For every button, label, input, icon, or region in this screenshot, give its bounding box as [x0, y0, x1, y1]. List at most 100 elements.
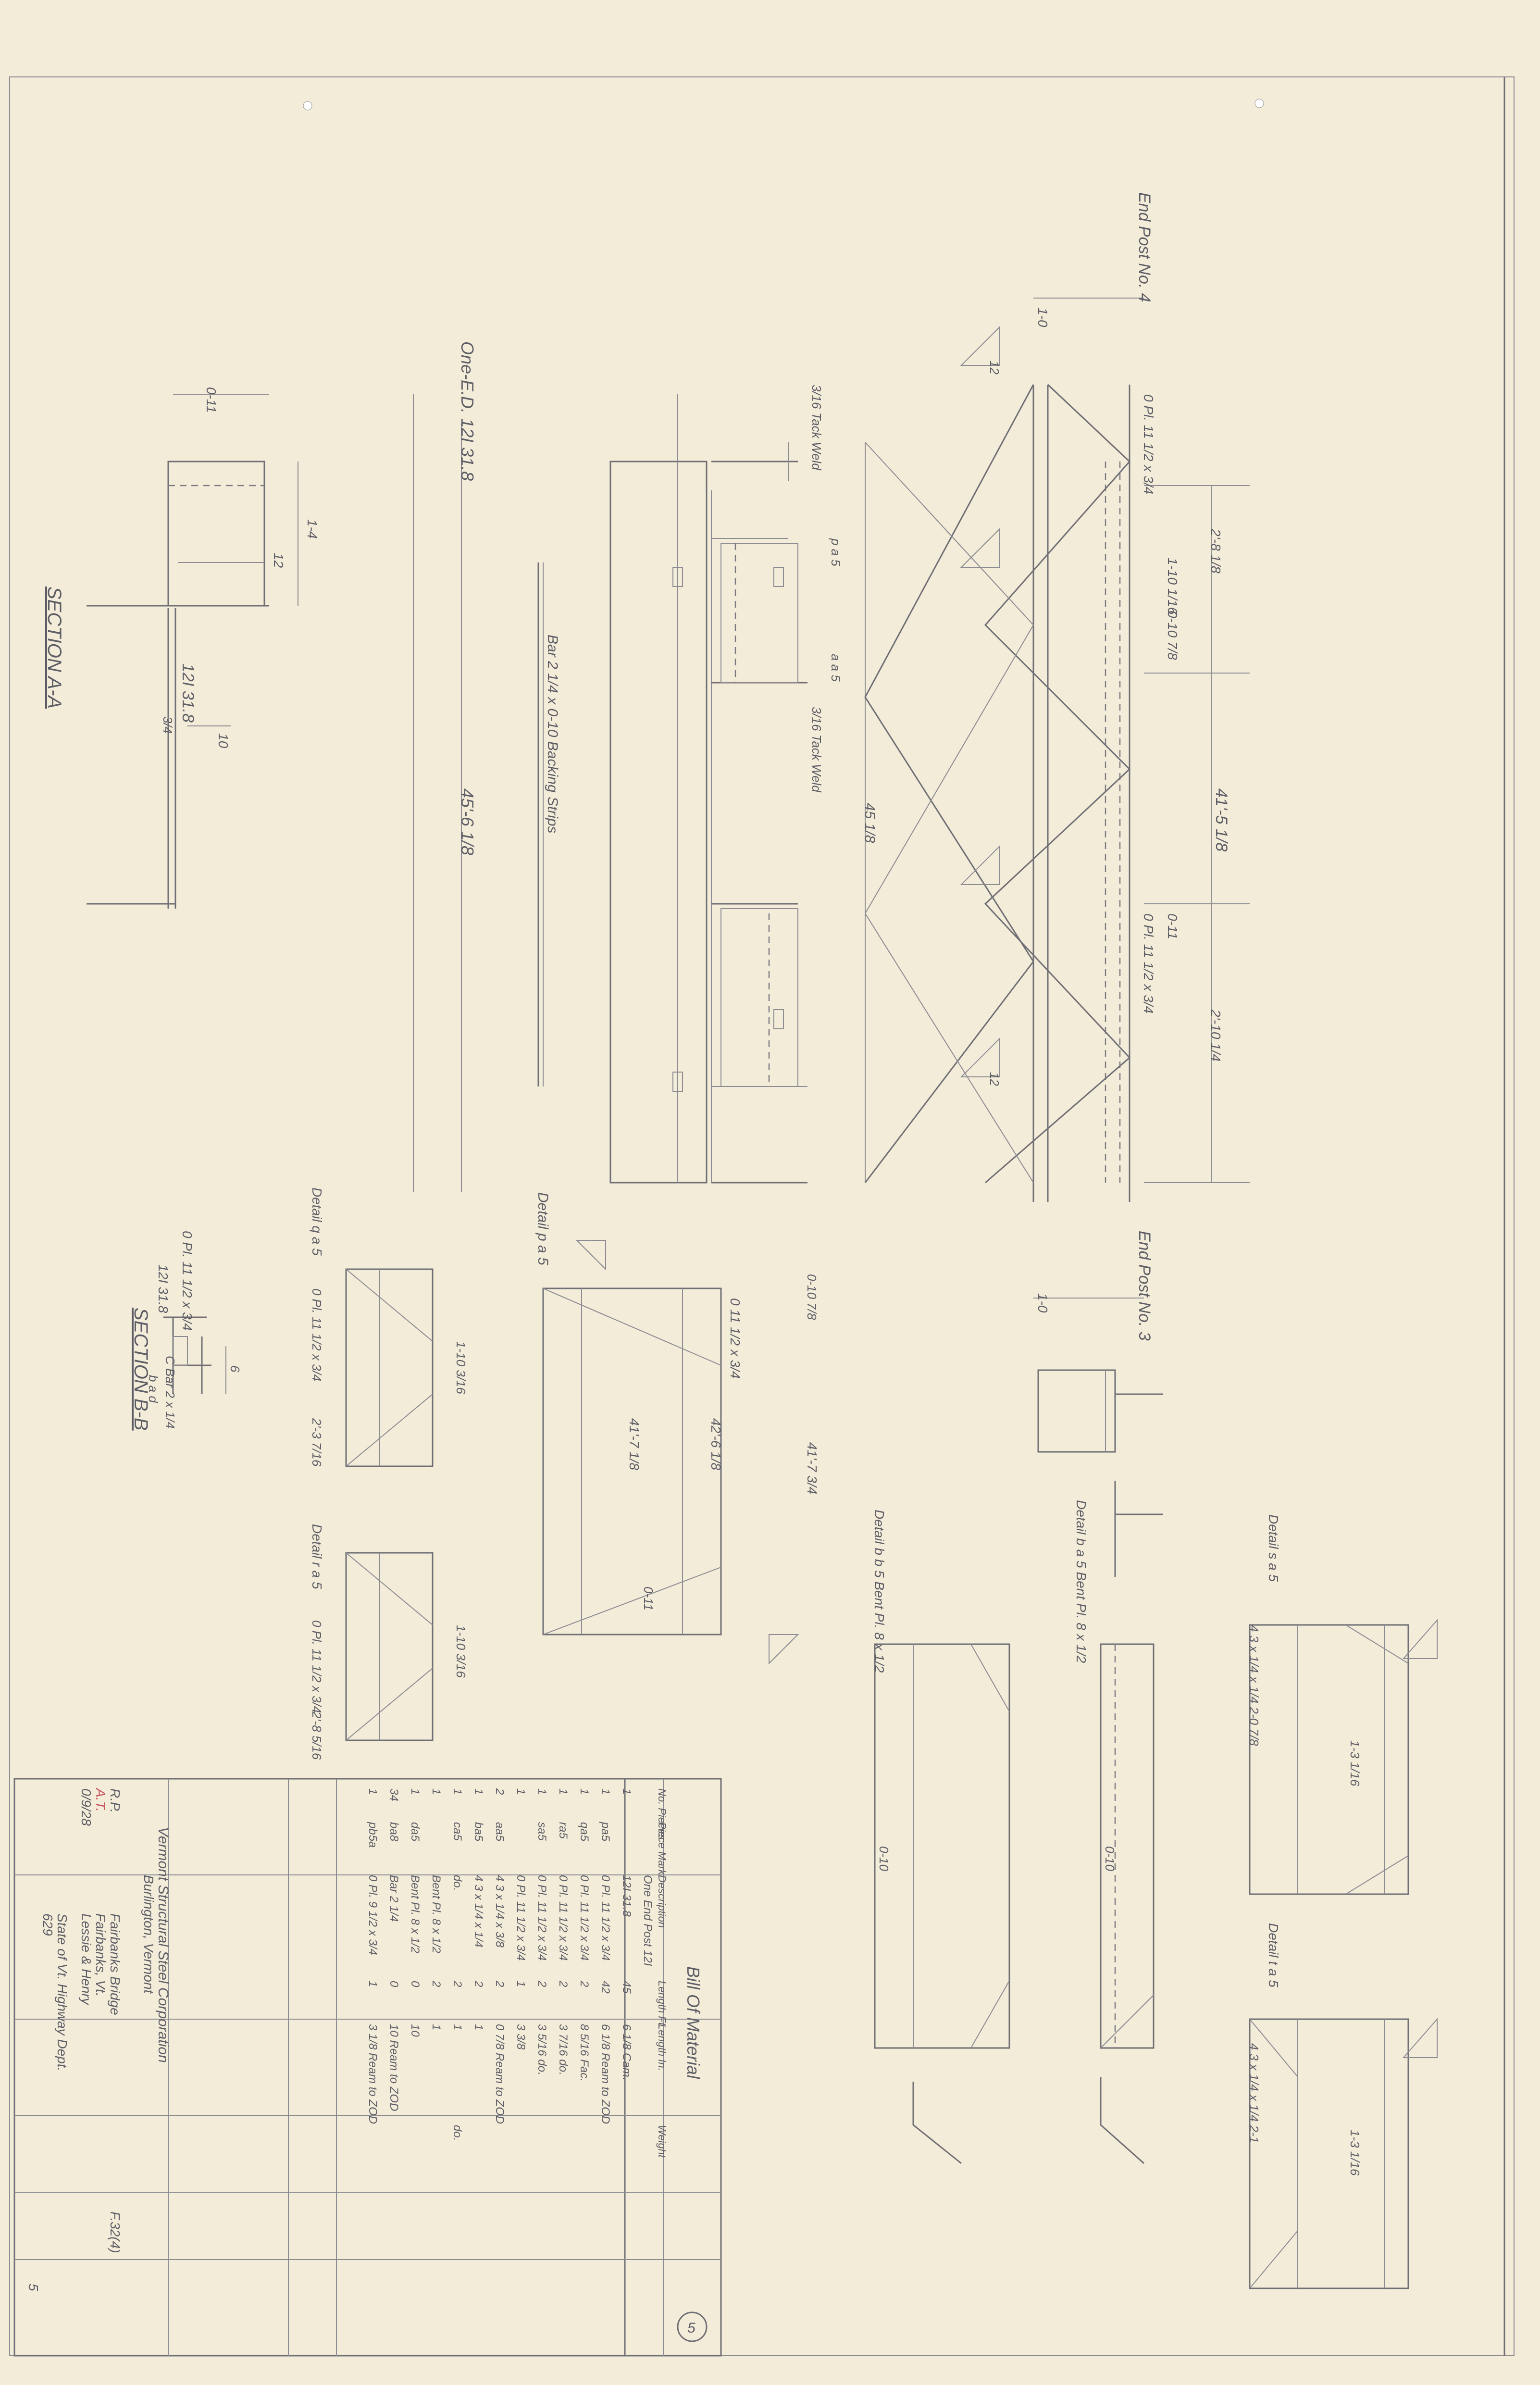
end-post-3-label: End Post No. 3: [1135, 1231, 1154, 1341]
bill-cell: do.: [451, 1875, 464, 1891]
detail-ta5-title: Detail t a 5: [1266, 1923, 1281, 1987]
bill-header-cell: No. Pieces: [656, 1788, 668, 1839]
title-block-rev: 0/9/28: [79, 1788, 94, 1826]
section-bb-channel: C Bar 2 x 1/4: [163, 1356, 177, 1429]
bill-cell: 34: [387, 1788, 400, 1801]
detail-ra5-plate: 0 Pl. 11 1/2 x 3/4: [310, 1620, 324, 1713]
bill-cell: 1: [514, 1981, 527, 1987]
title-block-location: Fairbanks, Vt.: [93, 1913, 108, 1997]
detail-top-dim: 1-10 3/16: [454, 1341, 468, 1394]
section-aa-dim-011: 0-11: [204, 387, 219, 413]
bill-cell: 1: [409, 1788, 422, 1795]
title-block-company: Vermont Structural Steel Corporation: [155, 1827, 171, 2063]
end-post-4-label: End Post No. 4: [1135, 192, 1154, 302]
detail-bent-plate-2-dim: 0-10: [877, 1846, 891, 1872]
bill-cell: 1: [451, 2024, 464, 2030]
bill-cell: Bent Pl. 8 x 1/2: [409, 1875, 422, 1953]
bill-cell: 1: [557, 1788, 570, 1795]
detail-ra5-drawing: [345, 1552, 434, 1741]
bb-cut-detail: [1037, 1369, 1163, 1577]
bill-header-cell: Length In.: [656, 2024, 668, 2071]
bill-cell: 1: [472, 2024, 485, 2030]
bill-of-material-grid: [13, 1778, 722, 2357]
detail-ta5-size: 4 3 x 1/4 x 1/4 2-1: [1247, 2043, 1261, 2143]
bill-header-cell: Weight: [656, 2125, 668, 2158]
backing-strip-note: Bar 2 1/4 x 0-10 Backing Strips: [545, 635, 560, 834]
dim-0-11: 0-11: [1165, 913, 1180, 939]
bill-cell: 45: [620, 1981, 633, 1994]
detail-pa5-drawing: [542, 1240, 799, 1665]
dim-1-10: 1-10 1/16: [1165, 558, 1180, 615]
detail-bent-plate-1-title: Detail b a 5 Bent Pl. 8 x 1/2: [1074, 1500, 1089, 1663]
section-aa-dim-10: 10: [216, 733, 231, 749]
detail-sa5-title: Detail s a 5: [1266, 1514, 1281, 1582]
detail-qa5-dim: 2'-3 7/16: [310, 1418, 324, 1467]
section-bb-title: SECTION B-B: [130, 1308, 151, 1431]
bill-cell: 10 Ream to ZOD: [387, 2024, 400, 2111]
bill-cell: sa5: [535, 1822, 548, 1841]
bill-cell: 0 Pl. 11 1/2 x 3/4: [535, 1875, 548, 1960]
bill-cell: 3 7/16 do.: [557, 2024, 570, 2075]
bill-cell: 4 3 x 1/4 x 1/4: [472, 1875, 485, 1948]
section-bb-dim-6: 6: [228, 1365, 242, 1373]
bill-cell: 3 1/8 Ream to ZOD: [366, 2024, 379, 2124]
detail-sa5-drawing: [1249, 1619, 1438, 1895]
section-aa-dim-12: 12: [271, 553, 286, 568]
bill-cell: 2: [493, 1788, 506, 1795]
bill-cell: 1: [514, 1788, 527, 1795]
detail-pa5-len2: 42'-6 1/8: [708, 1418, 723, 1471]
section-bb-plate: 0 Pl. 11 1/2 x 3/4: [180, 1231, 195, 1331]
title-block-project: Fairbanks Bridge: [108, 1913, 123, 2015]
punch-hole-1: [303, 101, 312, 111]
bill-cell: 8 5/16 Fac.: [578, 2024, 591, 2082]
detail-pa5-top: 0-10 7/8: [805, 1274, 819, 1320]
detail-pa5-len1: 41'-7 1/8: [627, 1418, 642, 1471]
slope-12-a: 12: [987, 361, 1002, 375]
truss-plate-label: 0 Pl. 11 1/2 x 3/4: [1141, 394, 1156, 494]
detail-bent-plate-2-title: Detail b b 5 Bent Pl. 8 x 1/2: [872, 1510, 887, 1673]
bill-cell: 2: [578, 1980, 591, 1987]
title-block-sheet: 5: [26, 2284, 41, 2291]
title-block-job: 629: [40, 1913, 55, 1936]
dim-0-10: 0-10 7/8: [1165, 611, 1180, 660]
bill-cell: ba5: [472, 1822, 485, 1842]
bill-cell: ca5: [451, 1822, 464, 1841]
bill-cell: 1: [451, 1788, 464, 1795]
bill-cell: 0: [387, 1981, 400, 1987]
sheet-border: [9, 76, 1515, 2356]
bill-cell: 1: [366, 1981, 379, 1987]
bill-cell: 10: [409, 2024, 422, 2037]
bill-cell: do.: [451, 2125, 464, 2141]
title-block-checked: A.T.: [93, 1787, 108, 1812]
bill-cell: One End Post 12I: [641, 1875, 654, 1966]
bill-cell: 3 3/8: [514, 2024, 527, 2050]
title-block-project-code: F.32(4): [108, 2211, 123, 2253]
end-post-truss: [864, 298, 1250, 1299]
bill-cell: ba8: [387, 1822, 400, 1842]
title-block-drawn: R.P.: [108, 1788, 123, 1813]
section-aa-title: SECTION A-A: [44, 587, 65, 709]
bill-cell: 1: [430, 1788, 443, 1795]
bill-cell: 2: [472, 1980, 485, 1987]
detail-bent-plate-1: [1100, 1643, 1155, 2164]
dim-1-0-top: 1-0: [1035, 308, 1050, 327]
detail-pa5-right: 41'-7 3/4: [805, 1442, 820, 1494]
bill-cell: 2: [493, 1980, 506, 1987]
detail-ra5-title: Detail r a 5: [310, 1524, 324, 1589]
bill-cell: qa5: [578, 1822, 591, 1842]
bill-cell: 2: [430, 1980, 443, 1987]
detail-pa5-bottom: 0-11: [641, 1586, 656, 1611]
cut-label: One-E.D. 12I 31.8: [458, 341, 477, 481]
sheet-number: 5: [687, 2320, 695, 2336]
bill-cell: 2: [535, 1980, 548, 1987]
bill-cell: 1: [620, 1788, 633, 1795]
weld-mark-aa5: a a 5: [829, 654, 843, 682]
bill-cell: 0: [409, 1981, 422, 1987]
bill-cell: 0 Pl. 11 1/2 x 3/4: [578, 1875, 591, 1960]
detail-sa5-len: 1-3 1/16: [1348, 1740, 1362, 1786]
detail-top-dim-2: 1-10 3/16: [454, 1625, 468, 1678]
slope-12-b: 12: [987, 1072, 1002, 1086]
bill-cell: Bent Pl. 8 x 1/2: [430, 1875, 443, 1953]
weld-mark-pa5: p a 5: [829, 538, 843, 566]
detail-sa5-size: 4 3 x 1/4 x 1/4 2-0 7/8: [1247, 1625, 1261, 1746]
